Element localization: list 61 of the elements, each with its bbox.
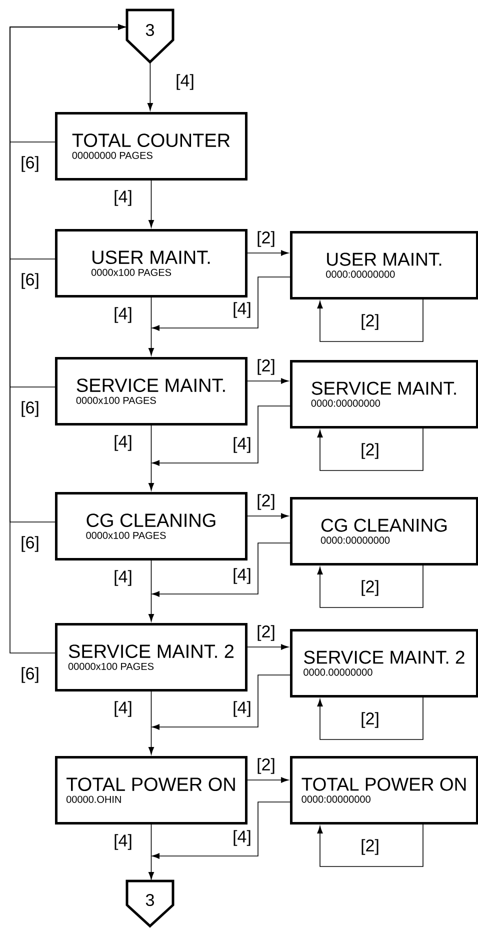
arrow xyxy=(152,542,290,597)
edge-label: [4] xyxy=(232,829,252,847)
display-box: CG CLEANING 0000x100 PAGES xyxy=(55,492,248,560)
edge-label: [2] xyxy=(360,711,380,729)
display-box: CG CLEANING 0000:00000000 xyxy=(290,497,478,566)
edge-label: [2] xyxy=(256,493,276,511)
display-box: SERVICE MAINT. 2 0000.00000000 xyxy=(290,629,478,698)
display-box: SERVICE MAINT. 2 00000x100 PAGES xyxy=(55,623,248,692)
arrow xyxy=(152,276,290,331)
edge-label: [2] xyxy=(360,838,380,856)
edge-label: [2] xyxy=(256,358,276,376)
arrow xyxy=(317,697,424,740)
edge-label: [4] xyxy=(174,73,196,91)
arrow xyxy=(317,299,424,342)
edge-label: [6] xyxy=(20,400,40,418)
edge-label: [2] xyxy=(360,579,380,597)
arrow xyxy=(247,378,289,384)
arrow xyxy=(247,644,289,650)
edge-label: [4] xyxy=(232,700,252,718)
arrow xyxy=(247,250,289,256)
display-box: TOTAL POWER ON 00000.OHIN xyxy=(55,756,248,824)
edge-label: [6] xyxy=(20,155,40,173)
arrow xyxy=(317,428,424,471)
display-box: TOTAL POWER ON 0000:00000000 xyxy=(290,756,478,824)
arrow xyxy=(148,824,154,880)
edge-label: [6] xyxy=(20,666,40,684)
display-box: USER MAINT. 0000:00000000 xyxy=(290,231,478,300)
display-box: SERVICE MAINT. 0000x100 PAGES xyxy=(55,357,248,426)
edge-label: [4] xyxy=(112,434,134,452)
edge-label: [2] xyxy=(256,230,276,248)
arrow xyxy=(152,802,290,859)
arrow xyxy=(317,565,424,608)
edge-label: [6] xyxy=(20,535,40,553)
edge-label: [6] xyxy=(20,272,40,290)
edge-label: [2] xyxy=(360,313,380,331)
arrow xyxy=(148,691,154,755)
edge-label: [2] xyxy=(256,624,276,642)
edge-label: [4] xyxy=(232,436,252,454)
arrow xyxy=(148,297,154,356)
arrow xyxy=(148,180,154,228)
arrow xyxy=(152,406,290,466)
arrow xyxy=(152,674,290,730)
arrow xyxy=(317,824,424,867)
edge-label: [4] xyxy=(112,306,134,324)
edge-label: [4] xyxy=(112,189,134,207)
edge-label: [4] xyxy=(232,567,252,585)
edge-label: [4] xyxy=(112,569,134,587)
arrow xyxy=(148,560,154,622)
arrow xyxy=(148,425,154,491)
display-box: SERVICE MAINT. 0000:00000000 xyxy=(290,360,478,428)
arrow xyxy=(147,62,153,111)
edge-label: [4] xyxy=(112,700,134,718)
edge-label: [4] xyxy=(112,833,134,851)
edge-label: [4] xyxy=(232,301,252,319)
arrow xyxy=(10,24,126,654)
display-box: TOTAL COUNTER 00000000 PAGES xyxy=(55,112,248,180)
arrow xyxy=(247,513,289,519)
edge-label: [2] xyxy=(256,757,276,775)
edge-label: [2] xyxy=(360,442,380,460)
arrow xyxy=(247,777,289,783)
display-box: USER MAINT. 0000x100 PAGES xyxy=(55,229,248,298)
